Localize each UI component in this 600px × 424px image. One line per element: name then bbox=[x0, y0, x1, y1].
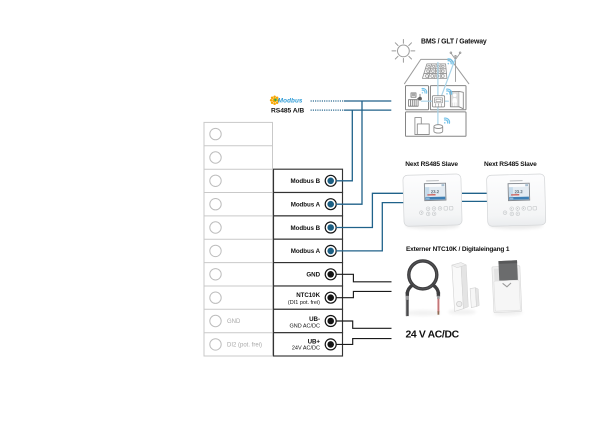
svg-text:Modbus A: Modbus A bbox=[291, 248, 321, 255]
svg-text:24 V AC/DC: 24 V AC/DC bbox=[406, 329, 460, 340]
svg-text:UB+: UB+ bbox=[308, 339, 321, 346]
svg-text:Modbus B: Modbus B bbox=[290, 178, 320, 185]
svg-text:(DI1 pot. frei): (DI1 pot. frei) bbox=[288, 300, 320, 306]
svg-text:BMS / GLT / Gateway: BMS / GLT / Gateway bbox=[421, 39, 487, 46]
svg-text:RS485 A/B: RS485 A/B bbox=[271, 108, 304, 115]
svg-text:Modbus A: Modbus A bbox=[291, 202, 321, 209]
svg-text:Externer NTC10K / Digitaleinga: Externer NTC10K / Digitaleingang 1 bbox=[406, 246, 510, 253]
svg-text:GND: GND bbox=[227, 319, 241, 325]
svg-text:24V AC/DC: 24V AC/DC bbox=[292, 346, 320, 352]
svg-text:DI2 (pot. frei): DI2 (pot. frei) bbox=[227, 343, 262, 349]
svg-text:Next RS485 Slave: Next RS485 Slave bbox=[484, 161, 537, 168]
svg-text:NTC10K: NTC10K bbox=[296, 292, 320, 299]
svg-text:23.2: 23.2 bbox=[431, 189, 440, 194]
svg-text:GND: GND bbox=[306, 272, 320, 279]
svg-text:Next RS485 Slave: Next RS485 Slave bbox=[405, 161, 458, 168]
svg-text:23.2: 23.2 bbox=[515, 189, 524, 194]
svg-text:Modbus B: Modbus B bbox=[290, 225, 320, 232]
svg-text:Modbus: Modbus bbox=[278, 98, 303, 105]
svg-text:UB-: UB- bbox=[309, 316, 320, 323]
svg-text:GND AC/DC: GND AC/DC bbox=[289, 324, 320, 330]
